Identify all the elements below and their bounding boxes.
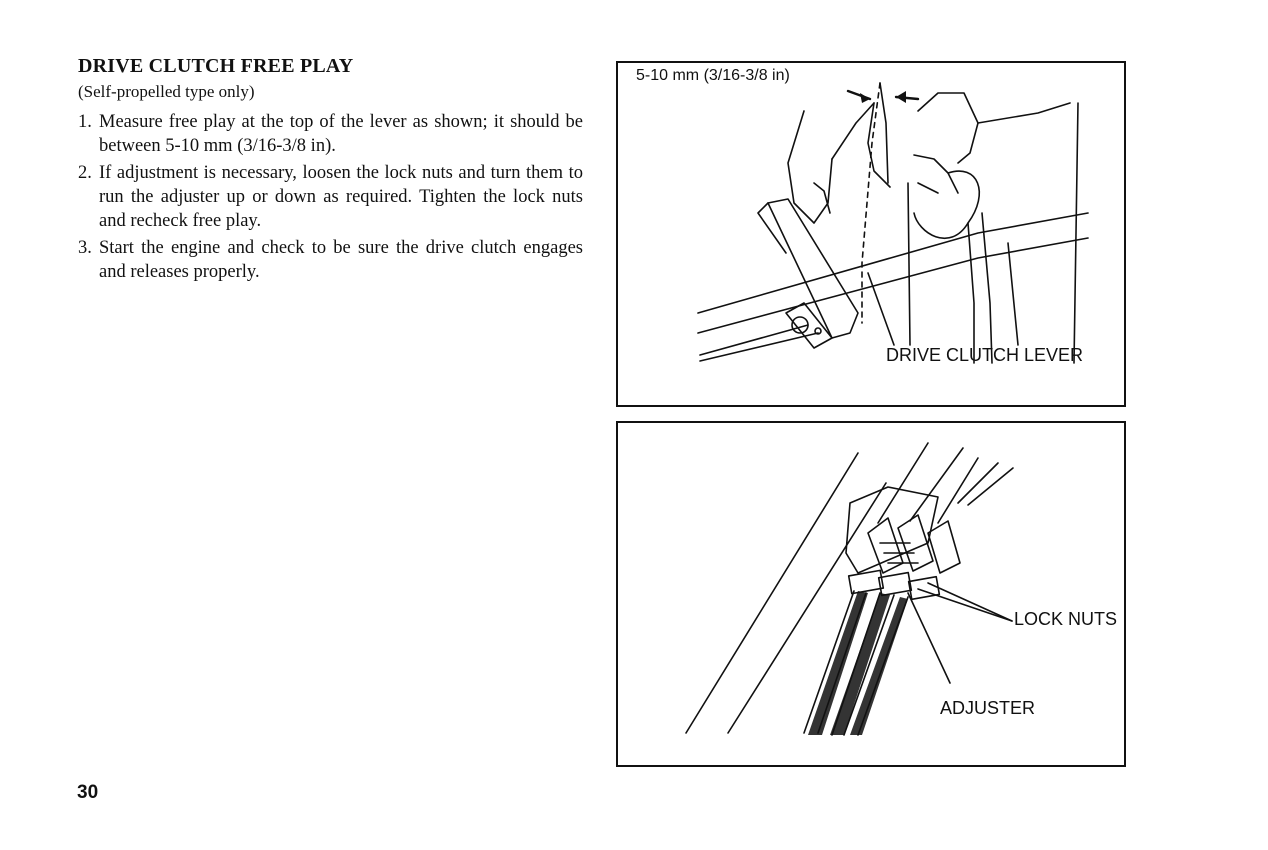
drive-clutch-lever-label: DRIVE CLUTCH LEVER — [886, 345, 1084, 365]
steps-list: 1. Measure free play at the top of the l… — [78, 110, 583, 284]
drive-clutch-lever-figure: 5-10 mm (3/16-3/8 in) DRIVE CLUTCH LEVER — [616, 61, 1126, 407]
step-number: 1. — [78, 112, 92, 132]
step-text: If adjustment is necessary, loosen the l… — [99, 163, 583, 231]
instructions-column: DRIVE CLUTCH FREE PLAY (Self-propelled t… — [78, 55, 583, 287]
lever-illustration — [697, 82, 1089, 364]
step-number: 2. — [78, 163, 92, 183]
step-number: 3. — [78, 238, 92, 258]
adjuster-label: ADJUSTER — [940, 698, 1036, 718]
cable-illustration — [685, 442, 1014, 736]
section-title: DRIVE CLUTCH FREE PLAY — [78, 55, 354, 77]
section-subtitle: (Self-propelled type only) — [78, 82, 255, 101]
cable-adjuster-figure: LOCK NUTS ADJUSTER — [616, 421, 1126, 767]
step-item: 3. Start the engine and check to be sure… — [78, 236, 583, 284]
measurement-label: 5-10 mm (3/16-3/8 in) — [636, 67, 790, 84]
lock-nuts-label: LOCK NUTS — [1014, 609, 1118, 629]
step-item: 2. If adjustment is necessary, loosen th… — [78, 161, 583, 233]
page-number: 30 — [77, 782, 99, 803]
step-text: Start the engine and check to be sure th… — [99, 238, 583, 282]
step-item: 1. Measure free play at the top of the l… — [78, 110, 583, 158]
step-text: Measure free play at the top of the leve… — [99, 112, 583, 156]
